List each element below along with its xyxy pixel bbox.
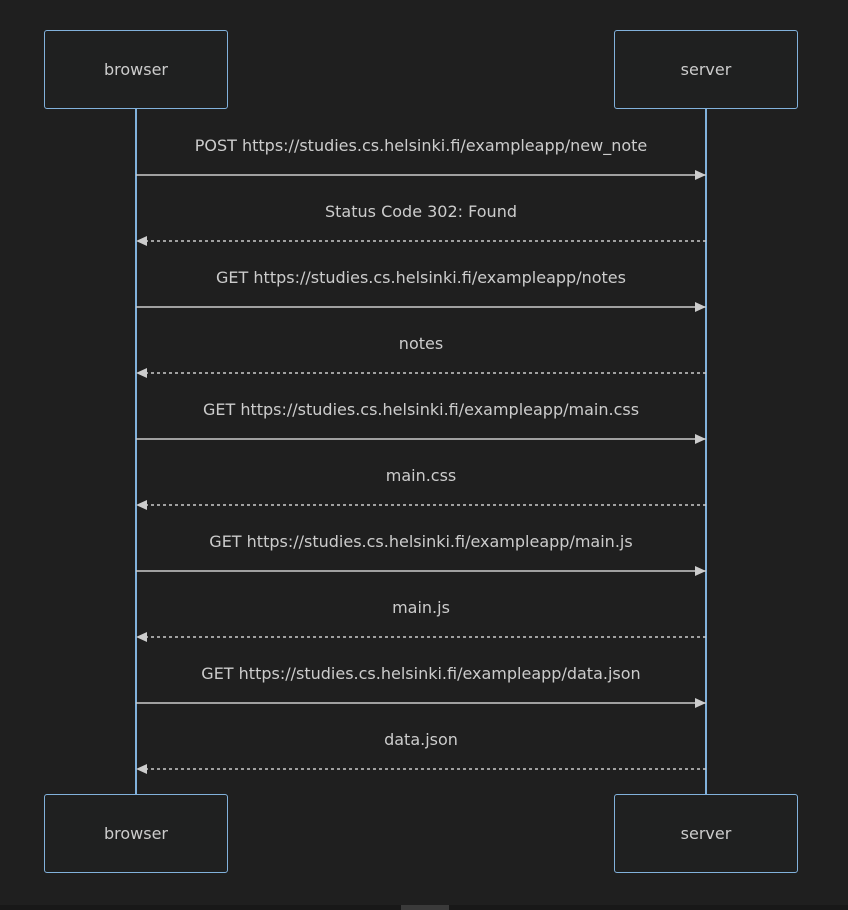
actor-server-top: server bbox=[614, 30, 798, 109]
actor-browser-top: browser bbox=[44, 30, 228, 109]
message-label: notes bbox=[398, 334, 444, 353]
message-label: POST https://studies.cs.helsinki.fi/exam… bbox=[194, 136, 648, 155]
horizontal-scrollbar[interactable] bbox=[0, 905, 848, 910]
actor-browser-bottom: browser bbox=[44, 794, 228, 873]
actor-server-label: server bbox=[680, 60, 732, 79]
actor-browser-label: browser bbox=[103, 60, 168, 79]
message-label: main.css bbox=[385, 466, 457, 485]
actor-server-label: server bbox=[680, 824, 732, 843]
actor-browser-label: browser bbox=[103, 824, 168, 843]
message-label: Status Code 302: Found bbox=[325, 202, 517, 221]
message-label: data.json bbox=[384, 730, 458, 749]
actor-server-bottom: server bbox=[614, 794, 798, 873]
message-label: GET https://studies.cs.helsinki.fi/examp… bbox=[209, 532, 633, 551]
message-label: GET https://studies.cs.helsinki.fi/examp… bbox=[202, 400, 640, 419]
message-label: GET https://studies.cs.helsinki.fi/examp… bbox=[216, 268, 626, 287]
message-label: main.js bbox=[392, 598, 450, 617]
message-label: GET https://studies.cs.helsinki.fi/examp… bbox=[201, 664, 641, 683]
scrollbar-thumb[interactable] bbox=[401, 905, 449, 910]
message-arrows bbox=[136, 170, 706, 774]
